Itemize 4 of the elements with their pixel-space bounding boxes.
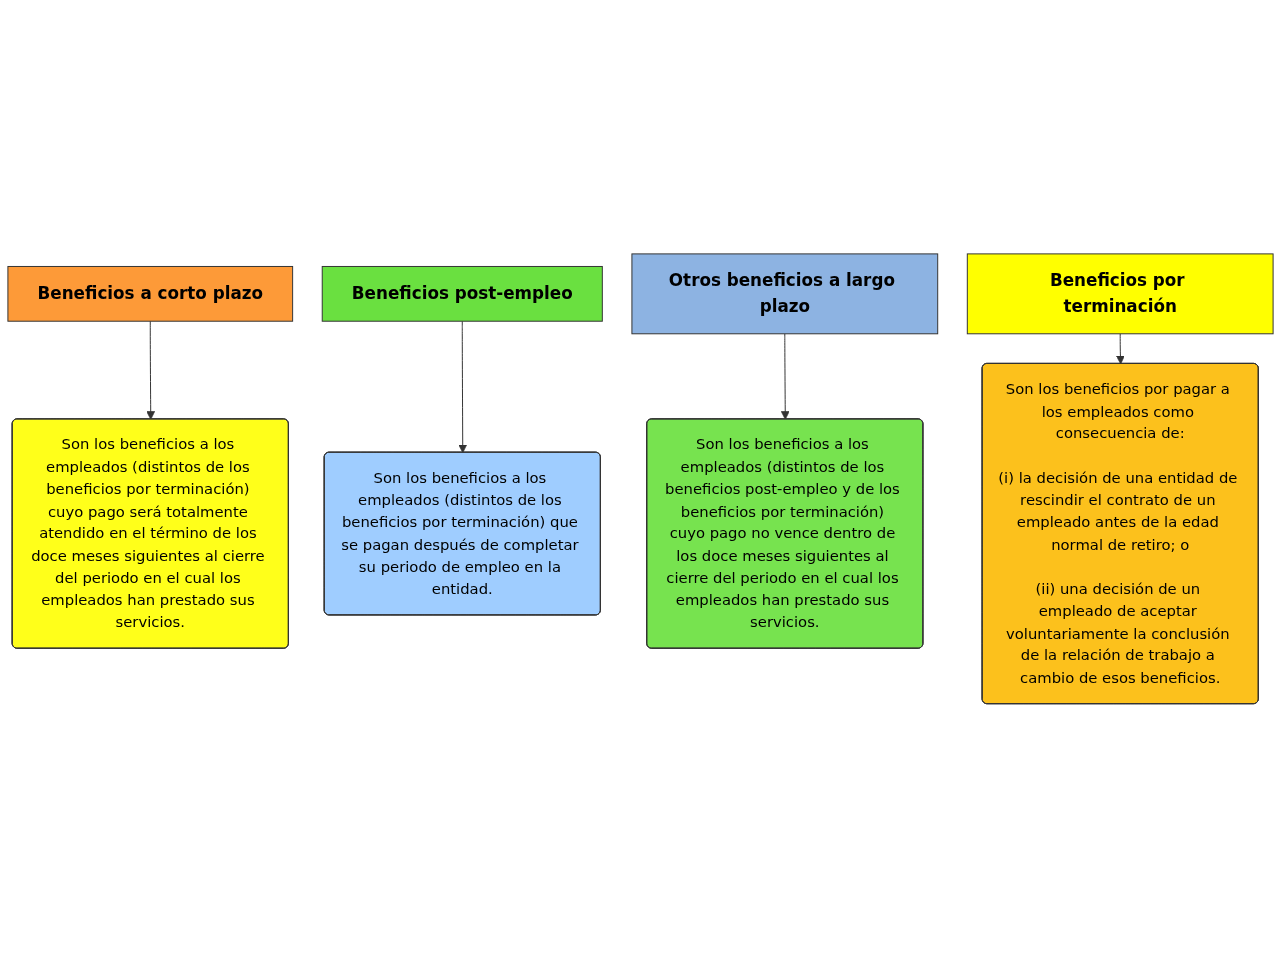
node-box: Beneficios por terminación (966, 253, 1274, 335)
node-box: Beneficios post-empleo (321, 266, 603, 322)
node-box: Beneficios a corto plazo (7, 266, 294, 322)
node-box: Otros beneficios a largo plazo (631, 253, 939, 335)
